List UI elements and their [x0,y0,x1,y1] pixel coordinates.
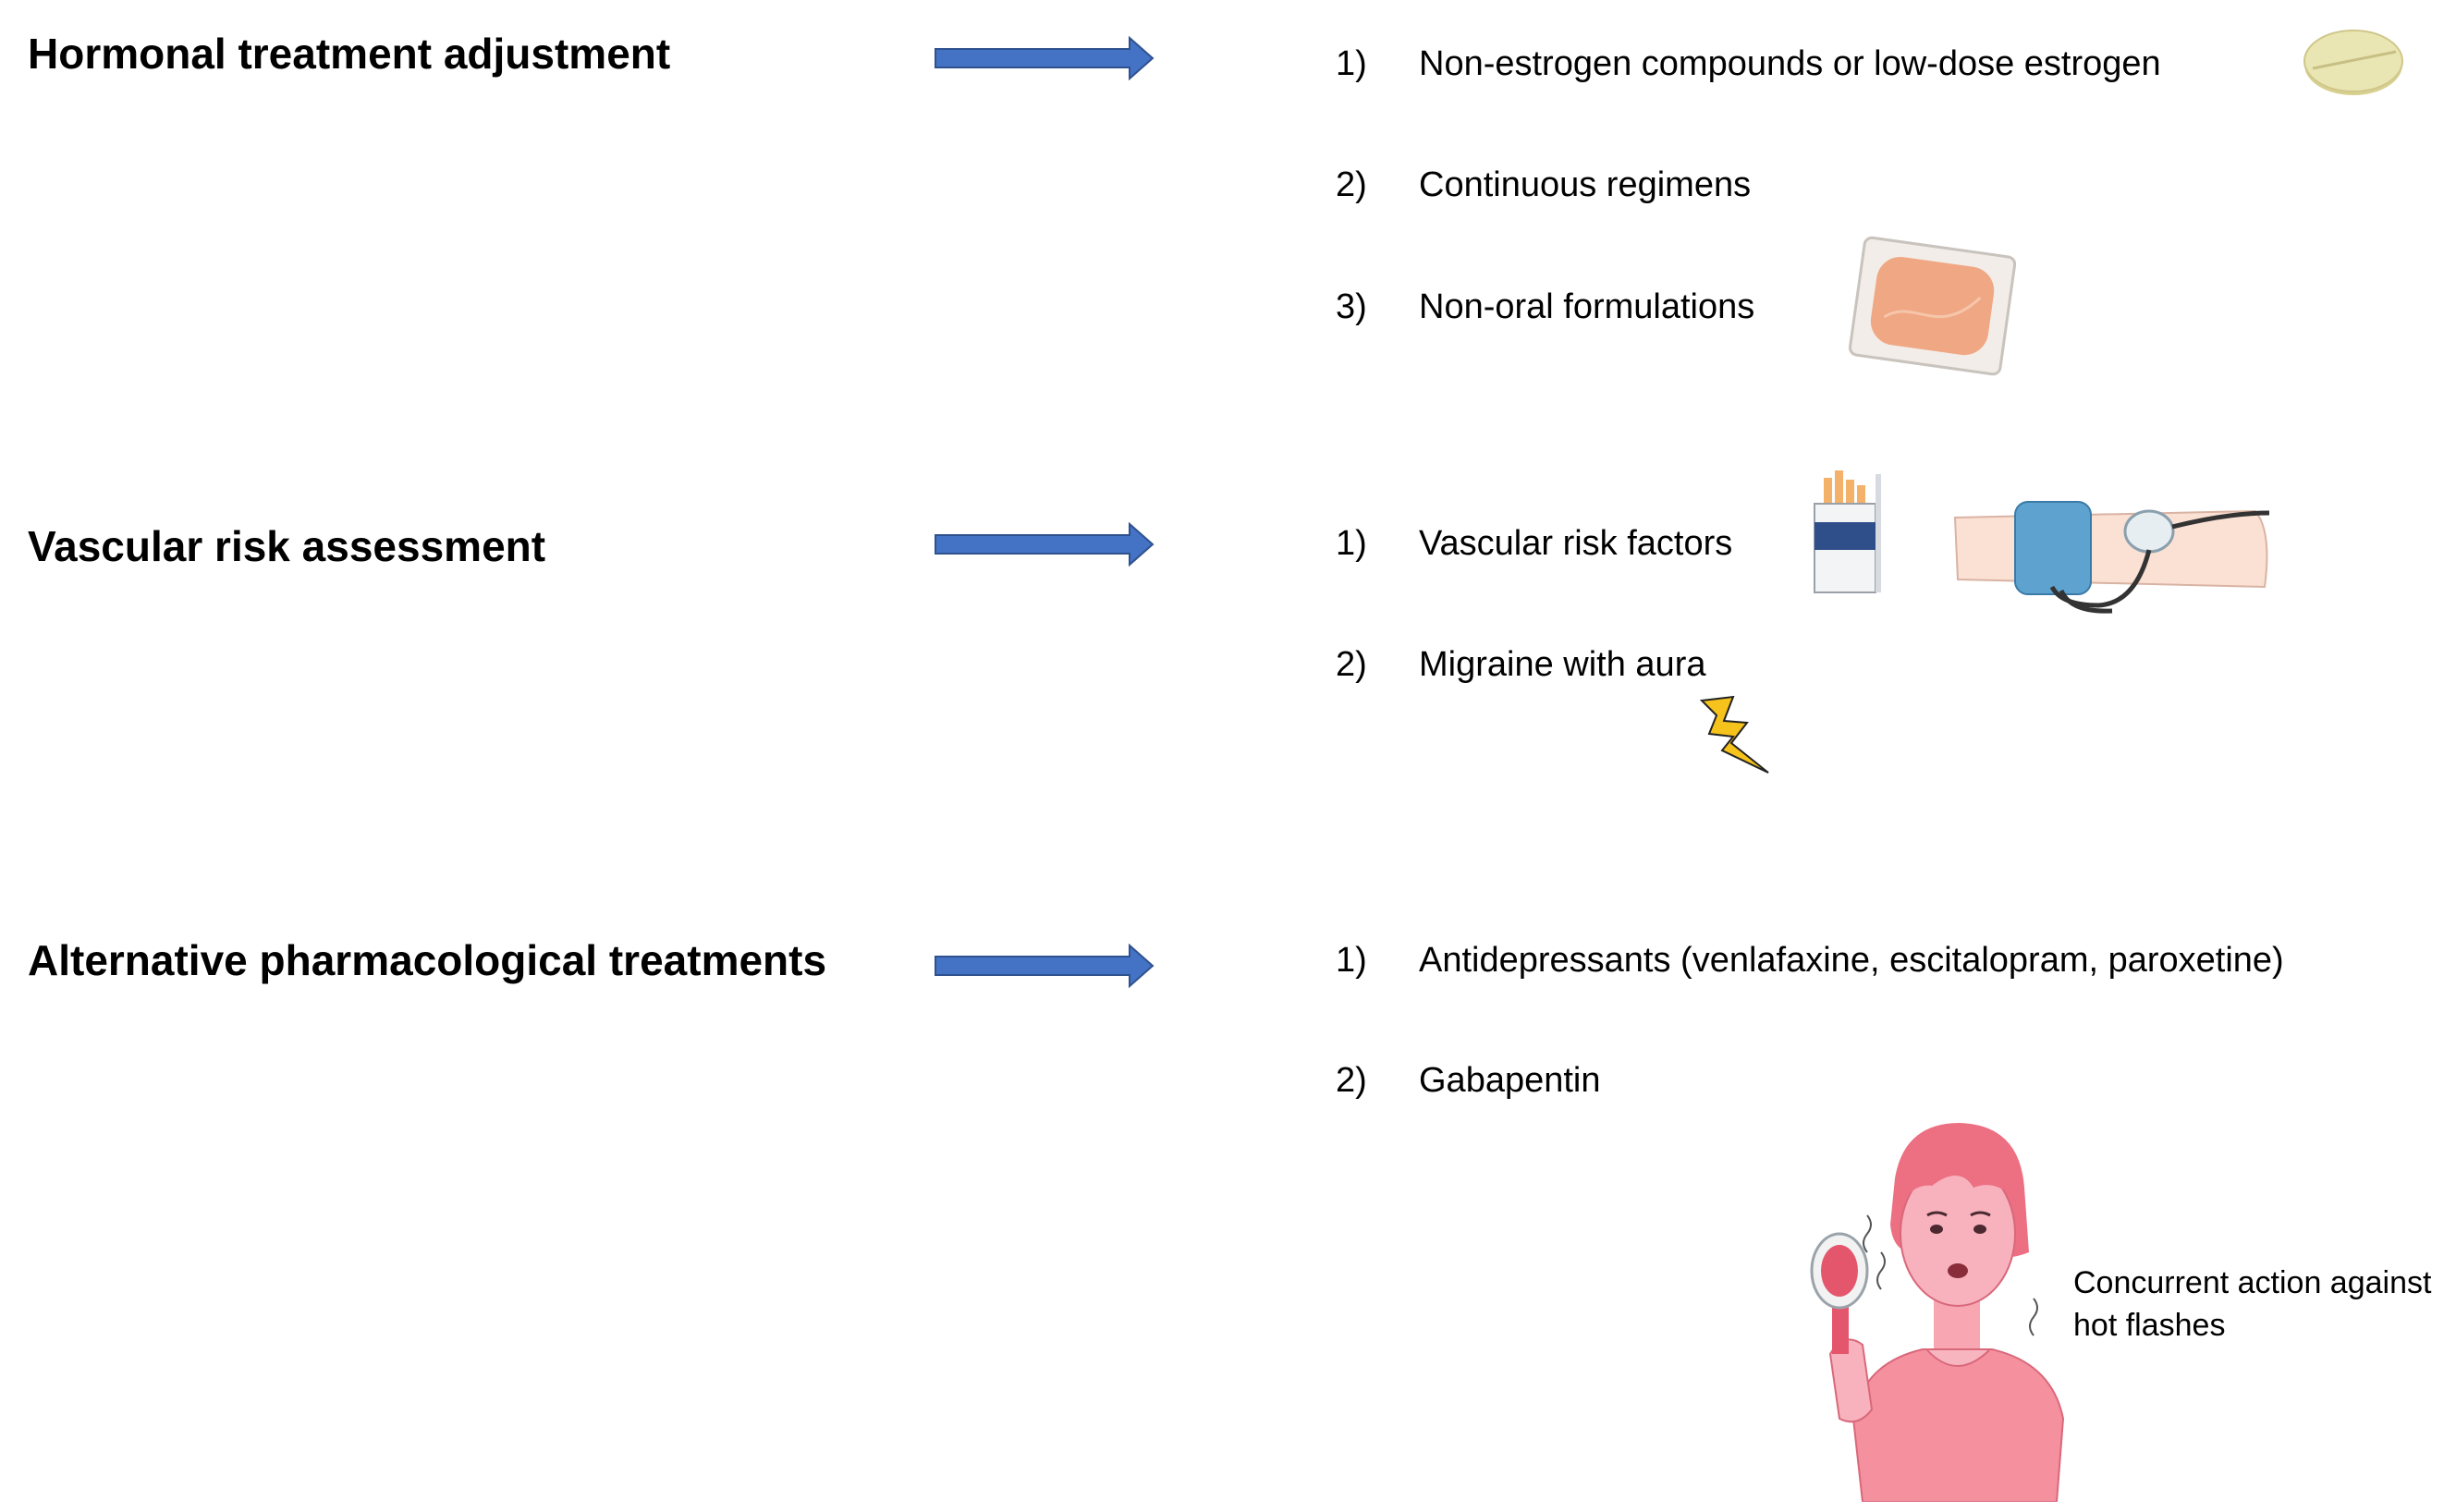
caption-hot-flashes: Concurrent action against hot flashes [2073,1265,2432,1343]
pill-icon [2303,30,2403,95]
list-item: 2)Continuous regimens [1336,165,1752,204]
list-item: 1)Non-estrogen compounds or low-dose est… [1336,44,2161,83]
woman-hot-flash-icon [1810,1123,2065,1502]
list-item: 1)Antidepressants (venlafaxine, escitalo… [1336,941,2284,980]
arrow-right-icon [935,943,1155,989]
section-title-alternative: Alternative pharmacological treatments [28,936,827,984]
patch-icon [1848,236,2017,376]
list-item: 3)Non-oral formulations [1336,287,1755,326]
blood-pressure-cuff-icon [1953,501,2270,614]
list-item: 1)Vascular risk factors [1336,524,1733,563]
list-item: 2)Migraine with aura [1336,645,1706,684]
section-title-hormonal: Hormonal treatment adjustment [28,30,671,78]
lightning-icon [1699,695,1769,774]
cigarettes-icon [1814,470,1881,593]
arrow-right-icon [935,35,1155,81]
list-item: 2)Gabapentin [1336,1061,1601,1100]
arrow-right-icon [935,521,1155,567]
section-title-vascular: Vascular risk assessment [28,522,546,570]
